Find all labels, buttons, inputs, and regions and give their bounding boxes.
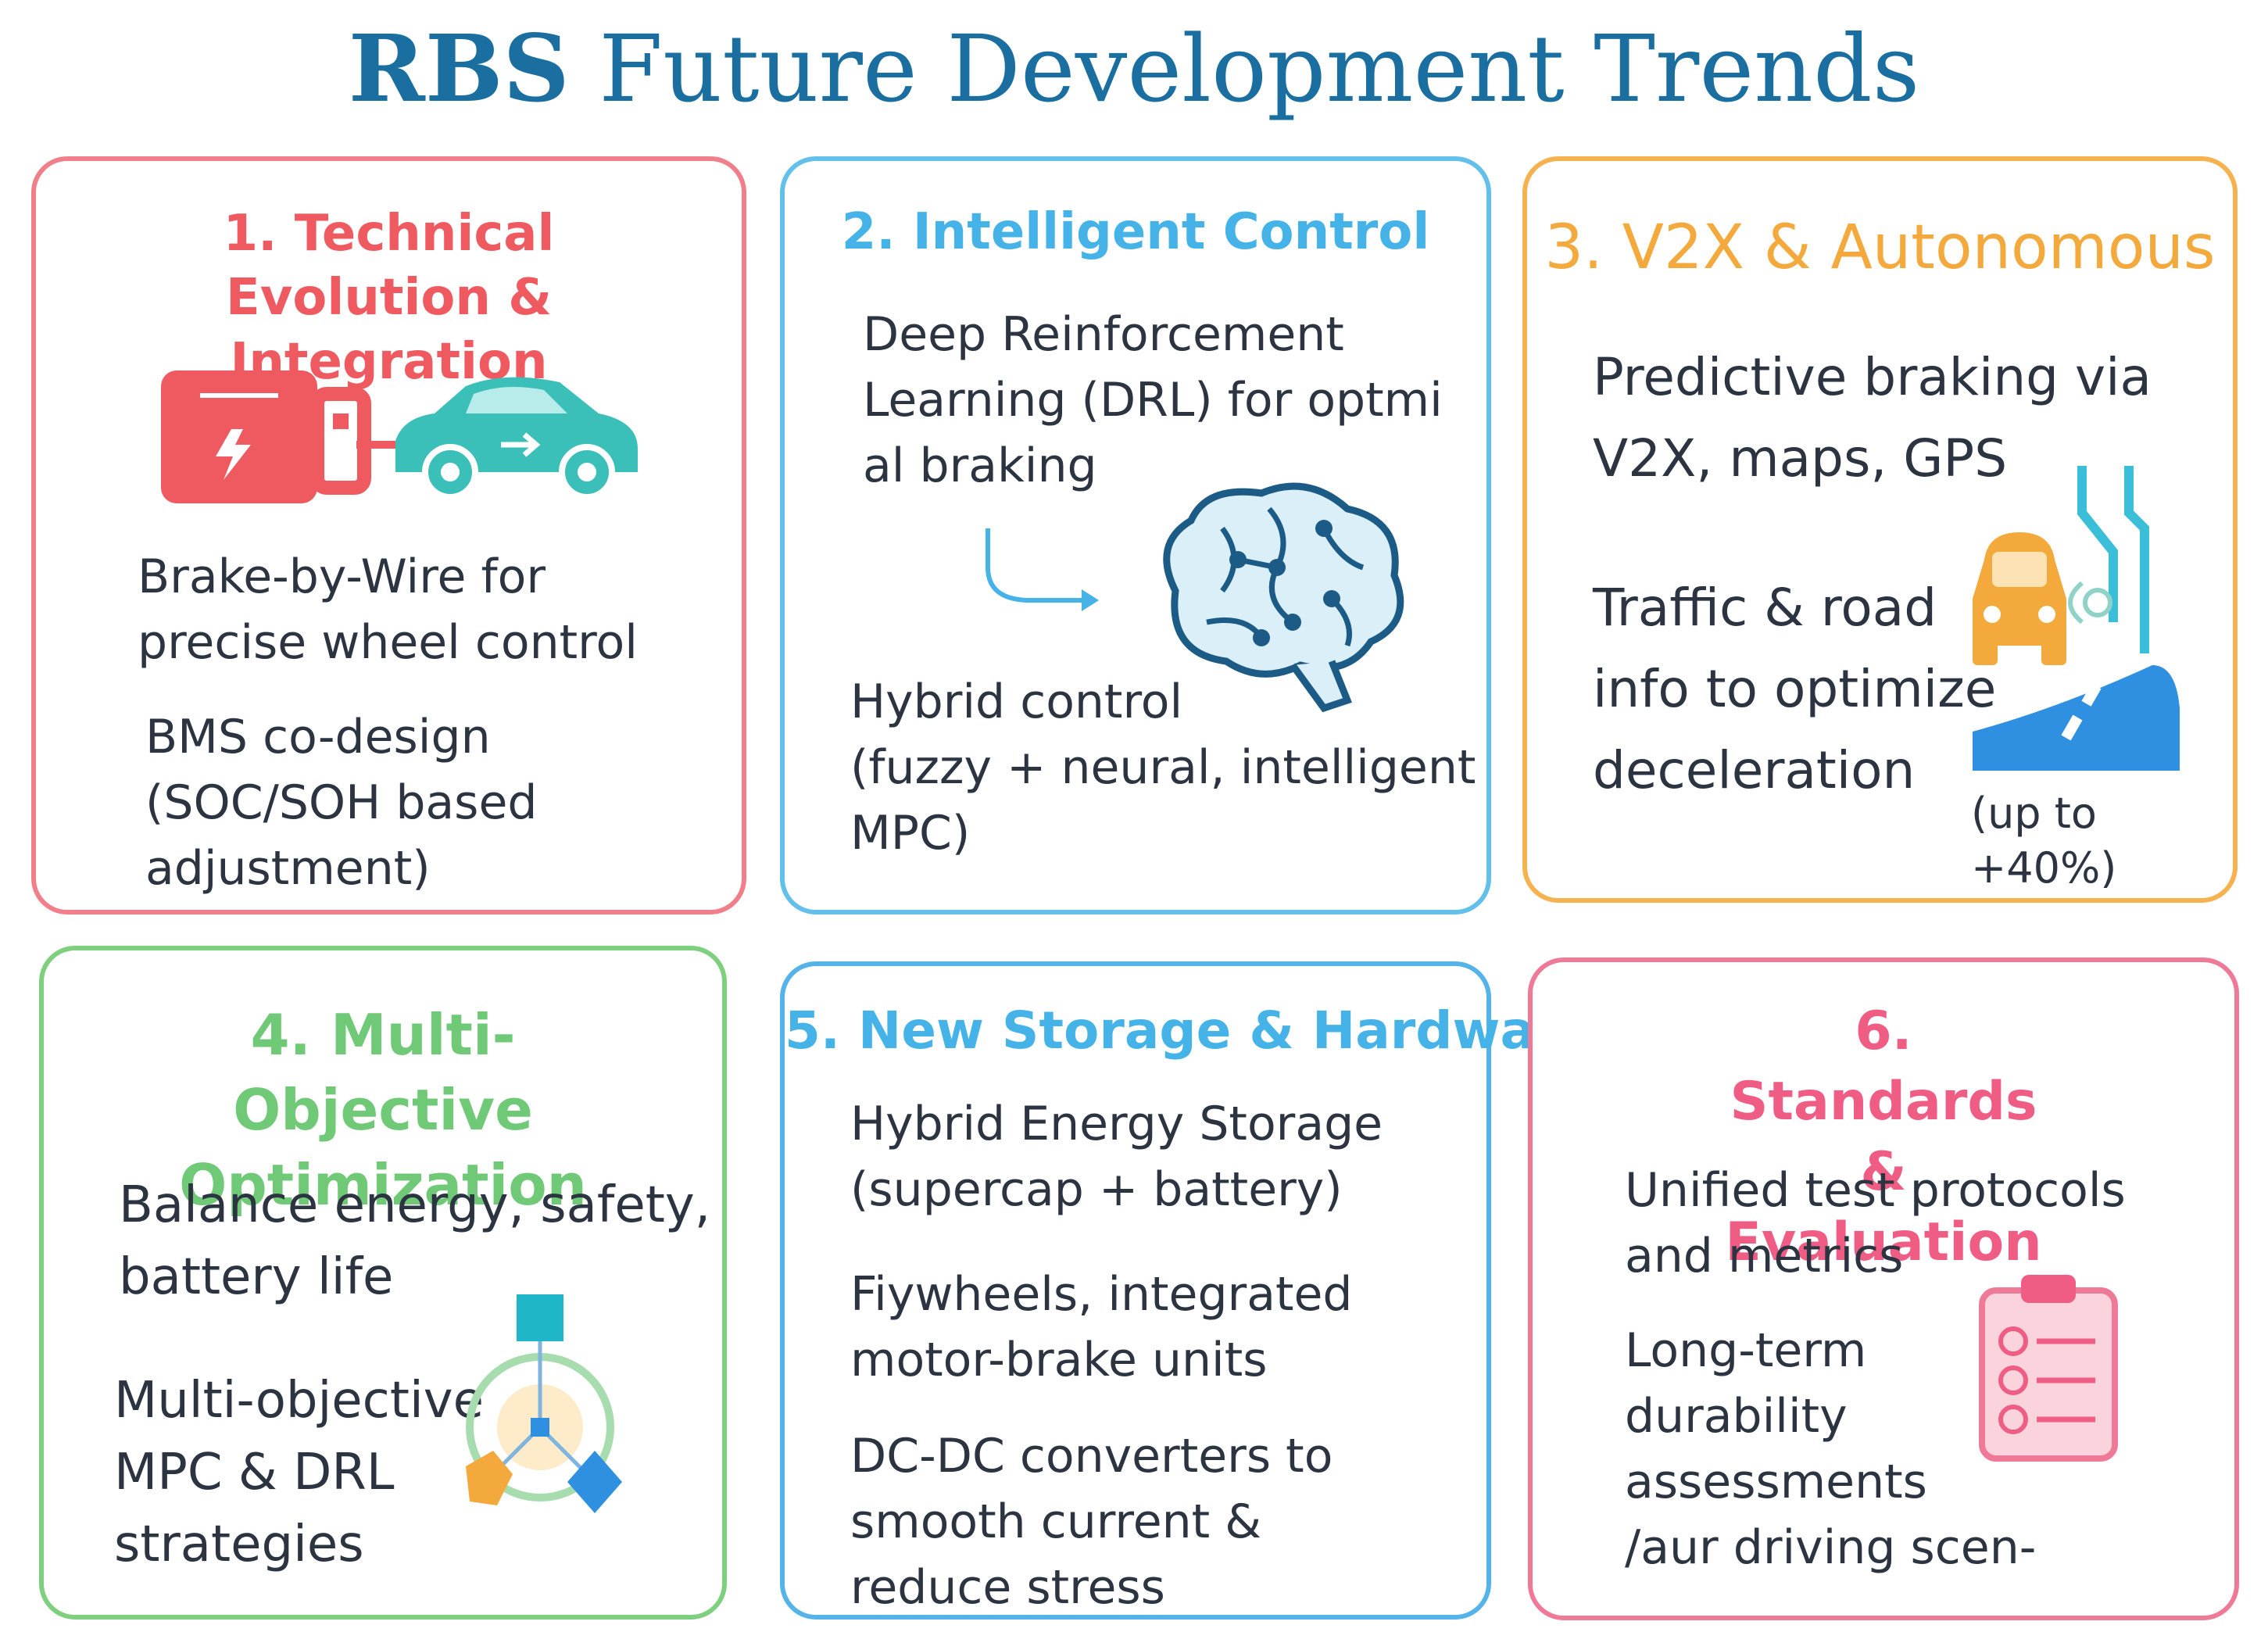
panel-text-1: Predictive braking via V2X, maps, GPS (1593, 347, 2152, 489)
panel-text-1: Hybrid Energy Storage (supercap + batter… (850, 1097, 1383, 1217)
panel-text-3: DC-DC converters to smooth current & red… (850, 1429, 1333, 1615)
panel-title: 2. Intelligent Control (841, 203, 1430, 261)
title-text: Future Development Trends (569, 15, 1920, 123)
panel-intelligent-control: 2. Intelligent Control Deep Reinforcemen… (780, 156, 1491, 914)
panel-text-2: Fiywheels, integrated motor-brake units (850, 1267, 1353, 1387)
panel-text-2: Traffic & road info to optimize decelera… (1593, 578, 1997, 800)
objectives-network-icon (466, 1294, 622, 1513)
panel-title: 6. Standards & Evaluation (1725, 1000, 2042, 1273)
road-icon (1973, 665, 2180, 771)
panel-title: 3. V2X & Autonomous (1544, 213, 2216, 283)
panel-text-1: Deep Reinforcement Learning (DRL) for op… (863, 307, 1443, 493)
brain-icon (1163, 482, 1404, 713)
panel-storage-hardware: 5. New Storage & Hardware Hybrid Energy … (780, 961, 1596, 1620)
panel-text-1: Unified test protocols and metrics (1625, 1163, 2126, 1283)
panel-technical-evolution: 1. Technical Evolution & Integration Bra… (31, 156, 746, 914)
car-icon (356, 377, 638, 500)
panel-text-1: Balance energy, safety, battery life (119, 1176, 711, 1306)
panel-multi-objective: 4. Multi-Objective Optimization Balance … (39, 946, 727, 1620)
title-abbrev: RBS (348, 14, 570, 123)
panel-title: 4. Multi-Objective Optimization (179, 1002, 587, 1218)
panel-text-2: Multi-objective MPC & DRL strategies (114, 1372, 484, 1573)
panel-text-2: BMS co-design (SOC/SOH based adjustment) (145, 710, 538, 896)
arrow-icon (986, 528, 1099, 611)
page-title: RBS Future Development Trends (0, 14, 2268, 123)
panel-text-1: Brake-by-Wire for precise wheel control (138, 549, 638, 670)
panel-title: 1. Technical Evolution & Integration (223, 205, 555, 391)
clipboard-icon (1979, 1275, 2118, 1462)
panel-text-2: Long-term durability assessments /aur dr… (1625, 1323, 2037, 1575)
panel-standards-evaluation: 6. Standards & Evaluation Unified test p… (1528, 957, 2239, 1620)
panel-title: 5. New Storage & Hardware (785, 1000, 1596, 1061)
panel-v2x-autonomous: 3. V2X & Autonomous Predictive braking v… (1522, 156, 2238, 903)
panel-text-2: Hybrid control (fuzzy + neural, intellig… (850, 675, 1476, 861)
panel-text-3: (up to +40%) (1971, 789, 2117, 893)
battery-icon (161, 370, 371, 503)
car-icon (1973, 532, 2066, 665)
signal-icon (2068, 466, 2149, 653)
